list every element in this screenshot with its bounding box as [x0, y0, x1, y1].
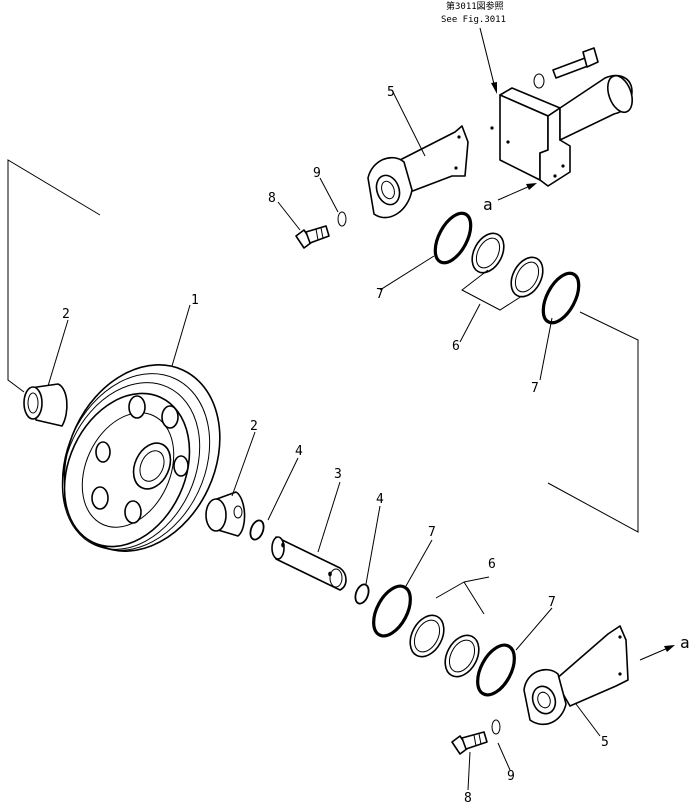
- callout-8-bottom: 8: [464, 791, 472, 805]
- link-arm-bottom-part: [523, 625, 629, 726]
- callout-6-upper: 6: [452, 339, 460, 354]
- bushing-upper-2: [510, 256, 544, 298]
- o-ring-lower-2: [476, 643, 516, 697]
- callout-8-top: 8: [268, 191, 276, 206]
- group-bracket-left: [7, 159, 101, 393]
- callout-9-top: 9: [313, 166, 321, 181]
- leader-lines: [47, 91, 601, 791]
- o-ring-upper-1: [433, 211, 473, 265]
- callout-5-top: 5: [387, 85, 395, 100]
- washer-bottom-part: [491, 719, 501, 735]
- callout-3: 3: [334, 467, 342, 482]
- housing-bolt-part: [533, 47, 599, 89]
- bushing-upper-1: [471, 232, 505, 274]
- bushing-lower-1: [409, 614, 445, 658]
- bolt-bottom-part: [451, 731, 488, 755]
- arrowhead-bottom: [664, 645, 675, 652]
- o-ring-upper-2: [541, 271, 581, 325]
- bushing-center-part: [205, 491, 246, 537]
- callout-7-lower-left: 7: [428, 525, 436, 540]
- washer-top-part: [337, 211, 347, 227]
- cylinder-housing-part: [490, 74, 634, 187]
- callout-7-upper-right: 7: [531, 381, 539, 396]
- callout-2-center: 2: [250, 419, 258, 434]
- reference-note-jp: 第3011図参照: [446, 0, 504, 12]
- callout-4-left: 4: [295, 444, 303, 459]
- arrow-label-top: a: [483, 195, 493, 214]
- shaft-part: [271, 536, 347, 591]
- callout-7-upper-left: 7: [376, 287, 384, 302]
- arrow-line-bottom: [639, 647, 669, 661]
- callout-9-bottom: 9: [507, 769, 515, 784]
- o-ring-lower-1: [372, 584, 412, 638]
- callout-4-right: 4: [376, 492, 384, 507]
- callout-6-lower: 6: [488, 557, 496, 572]
- bolt-top-part: [295, 225, 330, 249]
- group-bracket-right: [547, 311, 639, 533]
- reference-leader: [479, 27, 495, 85]
- link-arm-top-part: [367, 125, 469, 219]
- callout-7-lower-right: 7: [548, 595, 556, 610]
- callout-2-left: 2: [62, 307, 70, 322]
- callout-5-bottom: 5: [601, 735, 609, 750]
- arrow-line-top: [497, 185, 531, 201]
- bushing-left-part: [23, 383, 68, 427]
- arrow-label-bottom: a: [680, 633, 690, 652]
- bushing-lower-2: [444, 634, 480, 678]
- idler-wheel-part: [61, 364, 221, 552]
- reference-arrowhead: [491, 82, 497, 94]
- callout-1: 1: [191, 293, 199, 308]
- o-ring-small-left: [249, 519, 265, 541]
- arrowhead-top: [526, 183, 537, 190]
- o-ring-small-right: [354, 583, 370, 605]
- reference-note-en: See Fig.3011: [441, 15, 506, 25]
